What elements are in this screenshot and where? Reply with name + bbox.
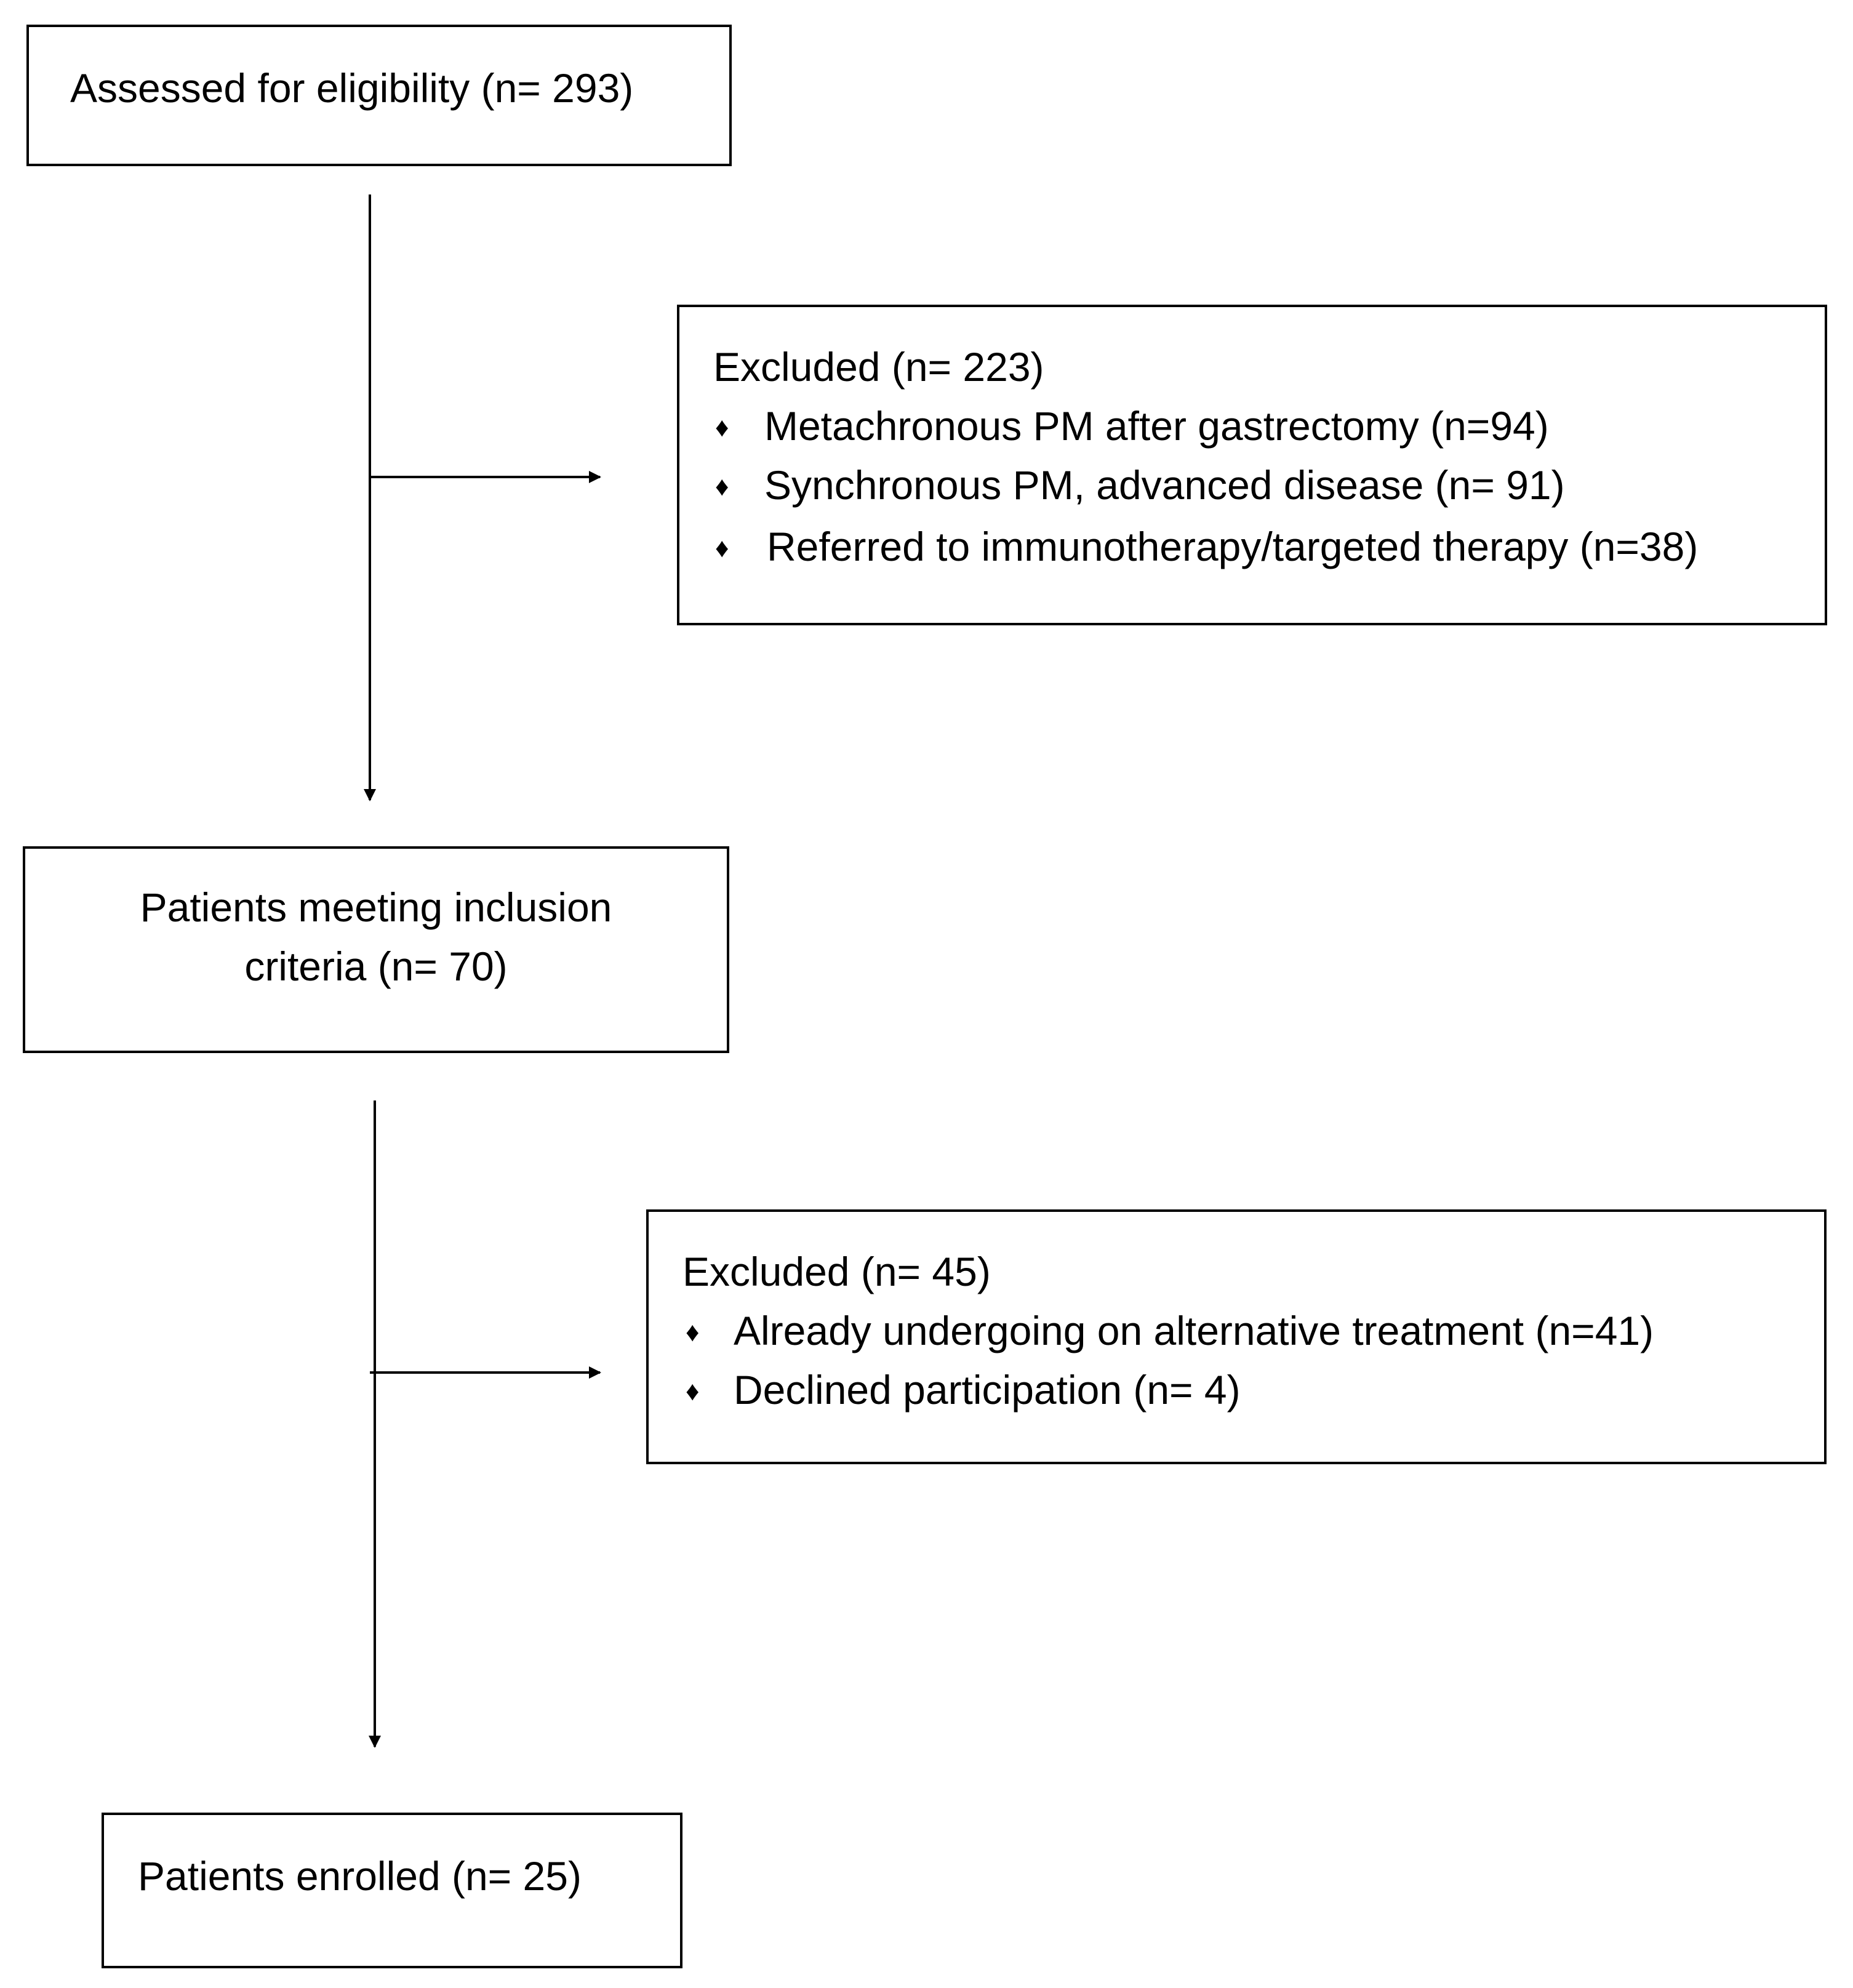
diamond-bullet-icon: ♦ [715,412,729,443]
diamond-bullet-icon: ♦ [686,1376,700,1406]
excluded-2-item-1: Already undergoing on alternative treatm… [734,1308,1654,1353]
excluded-2-item-2: Declined participation (n= 4) [734,1367,1241,1413]
excluded-box-2: Excluded (n= 45) ♦ Already undergoing on… [646,1209,1827,1464]
excluded-2-title: Excluded (n= 45) [682,1249,991,1294]
enrolled-label: Patients enrolled (n= 25) [138,1853,582,1899]
assessed-label: Assessed for eligibility (n= 293) [70,65,634,111]
excluded-1-item-3: Referred to immunotherapy/targeted thera… [767,524,1699,569]
assessed-box: Assessed for eligibility (n= 293) [26,25,732,166]
inclusion-line-2: criteria (n= 70) [244,944,508,989]
inclusion-box: Patients meeting inclusion criteria (n= … [23,846,729,1053]
diamond-bullet-icon: ♦ [686,1317,700,1347]
enrolled-box: Patients enrolled (n= 25) [102,1813,682,1968]
excluded-1-item-2: Synchronous PM, advanced disease (n= 91) [764,462,1565,508]
diamond-bullet-icon: ♦ [715,533,729,563]
excluded-box-1: Excluded (n= 223) ♦ Metachronous PM afte… [677,305,1827,625]
excluded-1-title: Excluded (n= 223) [713,344,1044,390]
excluded-1-item-1: Metachronous PM after gastrectomy (n=94) [764,403,1549,449]
inclusion-line-1: Patients meeting inclusion [140,884,612,930]
diamond-bullet-icon: ♦ [715,471,729,502]
